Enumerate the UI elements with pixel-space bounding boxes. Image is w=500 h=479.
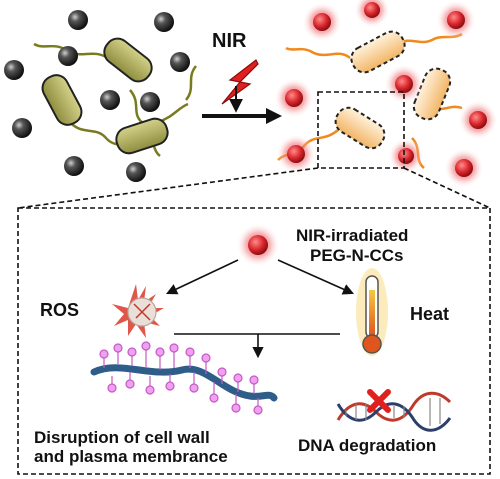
nanoparticle-glowing [444,148,484,188]
flagellum [184,65,198,101]
nanoparticle-glowing [302,2,342,42]
nanoparticle-dark [170,52,190,72]
cell-membrane-icon [90,341,278,415]
irradiated-panel [274,0,498,188]
nanoparticle-dark [58,46,78,66]
bacterium-damaged [334,106,386,150]
detail-box [17,207,491,475]
nanoparticle-label-line1: NIR-irradiated [296,226,409,245]
nanoparticle-glowing [384,64,424,104]
nanoparticle-dark [12,118,32,138]
lightning-icon [221,59,259,105]
bacterium-damaged [350,30,406,74]
bacterium-healthy [103,37,153,83]
outcome-left-line2: and plasma membrance [34,447,228,466]
nanoparticle-dark [4,60,24,80]
untreated-panel [4,10,198,182]
flagellum [157,102,189,124]
nanoparticle-glowing [458,100,498,140]
dna-degradation-label: DNA degradation [298,436,437,455]
cross-icon [367,389,391,413]
nanoparticle-glowing-large [236,223,280,267]
nanoparticle-label-line2: PEG-N-CCs [310,246,404,265]
nanoparticle-dark [68,10,88,30]
nanoparticle-glowing [436,0,476,40]
nir-stimulus [202,59,282,124]
arrow-to-ros [165,259,239,295]
zoom-line-left [17,167,319,209]
nanoparticle-glowing [388,138,424,174]
nanoparticle-dark [140,92,160,112]
zoom-callout [17,91,491,475]
zoom-source-box [317,91,405,169]
nanoparticle-glowing [276,134,316,174]
arrow-to-heat [277,259,355,295]
flagellum [285,46,351,60]
detail-panel [90,223,452,432]
nanoparticle-dark [126,162,146,182]
ros-label: ROS [40,300,80,320]
ros-icon [112,284,164,338]
nanoparticle-glowing [354,0,390,28]
nir-label: NIR [212,30,247,52]
bacterium-healthy [115,117,169,155]
nanoparticle-glowing [274,78,314,118]
dna-icon [336,389,452,432]
nanoparticle-dark [100,90,120,110]
heat-label: Heat [410,304,450,324]
bacterium-healthy [41,74,83,126]
nanoparticle-dark [154,12,174,32]
reaction-arrowhead [266,108,282,124]
outcome-left-line1: Disruption of cell wall [34,428,210,447]
thermometer-icon [356,268,388,356]
nanoparticle-dark [64,156,84,176]
